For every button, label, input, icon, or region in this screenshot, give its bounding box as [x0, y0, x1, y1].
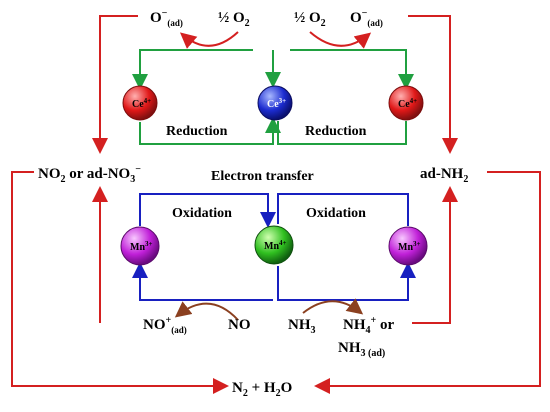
svg-text:Ce4+: Ce4+: [398, 97, 417, 110]
label-oxidation-left: Oxidation: [172, 206, 232, 221]
blue-oxidation-loops: [132, 193, 416, 301]
ion-mn-mid: Mn4+: [254, 225, 294, 265]
svg-text:Ce3+: Ce3+: [267, 97, 286, 110]
ion-ce-mid: Ce3+: [257, 85, 293, 121]
red-loop-right: [408, 15, 458, 154]
red-loop-left: [92, 15, 138, 154]
label-o-ad-right: O−(ad): [350, 8, 383, 28]
label-electron-transfer: Electron transfer: [211, 169, 314, 184]
label-ad-nh2: ad-NH2: [420, 166, 468, 185]
red-bottom-left: [11, 171, 229, 394]
curve-no-left: [174, 301, 239, 321]
label-nh3-ad: NH3 (ad): [338, 340, 385, 359]
label-half-o2-right: ½ O2: [294, 10, 326, 29]
label-no-plus-ad: NO+(ad): [143, 315, 187, 335]
curve-nh3-right: [302, 298, 364, 315]
svg-text:Mn3+: Mn3+: [398, 240, 421, 253]
label-products: N2 + H2O: [232, 380, 292, 399]
label-half-o2-left: ½ O2: [218, 10, 250, 29]
ion-mn-right: Mn3+: [388, 226, 428, 266]
ion-ce-left: Ce4+: [122, 85, 158, 121]
svg-text:Mn4+: Mn4+: [264, 239, 287, 252]
ion-ce-right: Ce4+: [388, 85, 424, 121]
red-bottom-right: [314, 171, 541, 394]
green-reduction-loops: [132, 49, 414, 145]
label-no: NO: [228, 317, 251, 333]
label-reduction-right: Reduction: [305, 124, 367, 139]
label-reduction-left: Reduction: [166, 124, 228, 139]
ion-mn-left: Mn3+: [120, 226, 160, 266]
curve-o2-left: [179, 31, 239, 49]
label-no2-or-no3: NO2 or ad-NO3−: [38, 164, 141, 185]
curve-o2-right: [309, 31, 372, 49]
label-nh3: NH3: [288, 317, 316, 336]
label-o-ad-left: O−(ad): [150, 8, 183, 28]
label-oxidation-right: Oxidation: [306, 206, 366, 221]
label-nh4-or: NH4+ or: [343, 315, 394, 336]
svg-text:Ce4+: Ce4+: [132, 97, 151, 110]
svg-text:Mn3+: Mn3+: [130, 240, 153, 253]
